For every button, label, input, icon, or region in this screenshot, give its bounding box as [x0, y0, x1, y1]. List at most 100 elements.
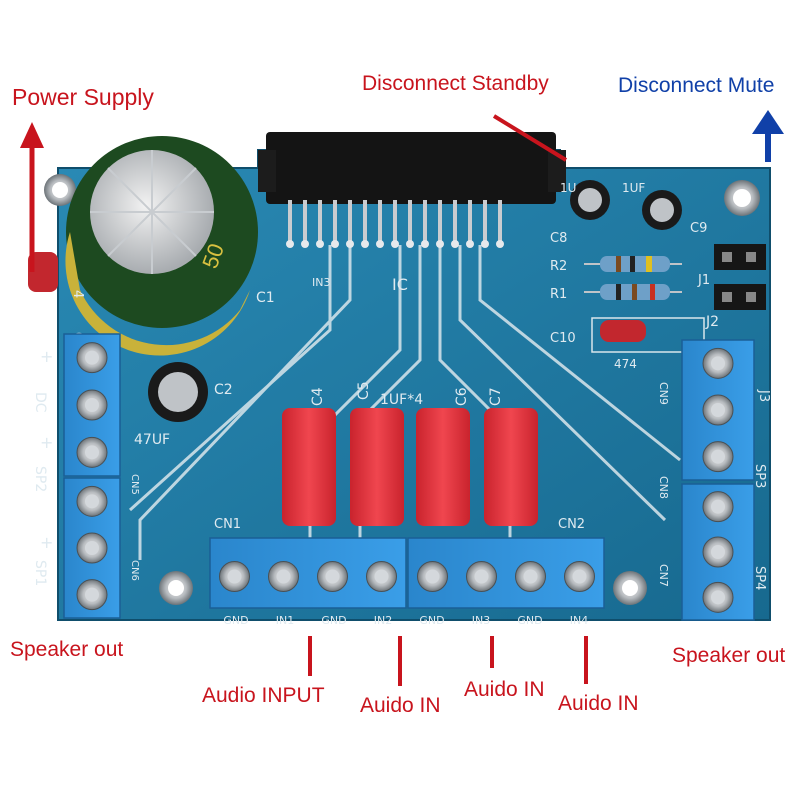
terminal-block-sp2-sp1: [63, 477, 121, 619]
c9-silk-label: C9: [690, 221, 707, 236]
ic-pin: [438, 200, 442, 242]
bottom-pin-label: GND: [517, 614, 542, 627]
capacitor-c10: [591, 317, 705, 353]
ic-pin-solder: [451, 240, 459, 248]
power-supply-label: Power Supply: [12, 84, 154, 110]
terminal-screw-head: [711, 403, 725, 417]
in3-silk-label: IN3: [312, 276, 330, 289]
terminal-screw-head: [711, 449, 725, 464]
c8-value: 1U: [560, 181, 576, 195]
mounting-hole-top-right: [724, 180, 760, 216]
c9-value: 1UF: [622, 181, 645, 195]
ic-pin-solder: [361, 240, 369, 248]
speaker-out-right-label: Speaker out: [672, 644, 786, 667]
auido-in-2-label: Auido IN: [464, 678, 545, 701]
terminal-screw-head: [711, 356, 725, 371]
r1-silk-label: R1: [550, 287, 567, 302]
j1-silk-label: J1: [697, 273, 710, 288]
resistor-r2: [584, 256, 682, 272]
bottom-pin-label: GND: [419, 614, 444, 627]
ic-pin: [378, 200, 382, 242]
terminal-screw-head: [711, 499, 725, 514]
sp2-plus-label: +: [40, 433, 53, 452]
terminal-block-cn2: [407, 537, 605, 609]
ic-pin: [408, 200, 412, 242]
auido-in-3-label: Auido IN: [558, 692, 639, 715]
auido-in-1-label: Auido IN: [360, 694, 441, 717]
power-supply-arrow-head: [20, 122, 44, 148]
cn1-silk-label: CN1: [214, 517, 241, 532]
r2-silk-label: R2: [550, 259, 567, 274]
c2-value: 47UF: [134, 432, 170, 448]
terminal-screw-head: [85, 350, 99, 365]
bottom-pin-label: IN1: [276, 614, 294, 627]
terminal-screw-head: [85, 541, 99, 555]
film-capacitors: [282, 408, 538, 526]
sp1-label: SP1: [32, 560, 48, 586]
sp2-label: SP2: [32, 466, 48, 492]
cn6-silk-label: CN6: [129, 560, 140, 581]
ic-pin: [348, 200, 352, 242]
ic-pin-solder: [481, 240, 489, 248]
ic-pin: [363, 200, 367, 242]
terminal-screw-head: [711, 545, 725, 559]
terminal-screw-head: [85, 587, 99, 602]
c5-silk-label: C5: [356, 381, 372, 400]
terminal-block-cn8-cn7: [681, 483, 755, 621]
bottom-pin-label: IN3: [472, 614, 490, 627]
dc-label: DC: [32, 392, 48, 413]
film-cap-value: 1UF*4: [380, 392, 423, 408]
ic-pin-solder: [286, 240, 294, 248]
ic-pin-solder: [331, 240, 339, 248]
speaker-out-left-label: Speaker out: [10, 638, 124, 661]
bottom-pin-label: GND: [223, 614, 248, 627]
ic-pin-solder: [316, 240, 324, 248]
terminal-screw-head: [325, 569, 340, 584]
ic-pins: [286, 200, 504, 248]
ic-pin-solder: [496, 240, 504, 248]
ic-pin-solder: [376, 240, 384, 248]
terminal-screw-head: [711, 590, 725, 605]
main-ic: [258, 132, 566, 204]
dc-plus-label: +: [40, 347, 53, 366]
ic-silk-label: IC: [392, 275, 408, 294]
film-capacitor: [416, 408, 470, 526]
disconnect-mute-arrow-head: [752, 110, 784, 134]
ic-pin: [498, 200, 502, 242]
film-capacitor: [282, 408, 336, 526]
terminal-screw-head: [85, 398, 99, 412]
ic-pin-solder: [466, 240, 474, 248]
c2-silk-label: C2: [214, 382, 233, 398]
resistor-r1: [584, 284, 682, 300]
terminal-screw-head: [474, 569, 489, 584]
sp1-plus-label: +: [40, 533, 53, 552]
c10-value: 474: [614, 357, 637, 371]
terminal-screw-head: [374, 569, 389, 584]
ic-pin-solder: [421, 240, 429, 248]
audio-input-label: Audio INPUT: [202, 684, 325, 707]
bottom-pin-label: IN2: [374, 614, 392, 627]
capacitor-c1: [65, 136, 258, 356]
c3-suffix: 4: [70, 290, 85, 298]
jumper-j1-header: [714, 244, 766, 270]
film-capacitor: [484, 408, 538, 526]
ic-pin: [453, 200, 457, 242]
capacitor-c2: [148, 362, 208, 422]
ic-pin: [468, 200, 472, 242]
c6-silk-label: C6: [454, 387, 470, 406]
ic-pin: [393, 200, 397, 242]
mounting-hole-top-left: [44, 174, 76, 206]
ic-pin-solder: [406, 240, 414, 248]
sp3-label: SP3: [752, 464, 767, 488]
capacitor-c9: [642, 190, 682, 230]
terminal-block-dc-sp2-top: [63, 333, 121, 477]
terminal-screw-head: [425, 569, 440, 584]
terminal-screw-head: [523, 569, 538, 584]
cn9-silk-label: CN9: [657, 382, 670, 405]
terminal-screw-head: [85, 494, 99, 509]
c4-silk-label: C4: [310, 387, 326, 406]
terminal-block-cn1: [209, 537, 407, 609]
ic-pin: [333, 200, 337, 242]
mounting-hole-bottom-right: [613, 571, 647, 605]
